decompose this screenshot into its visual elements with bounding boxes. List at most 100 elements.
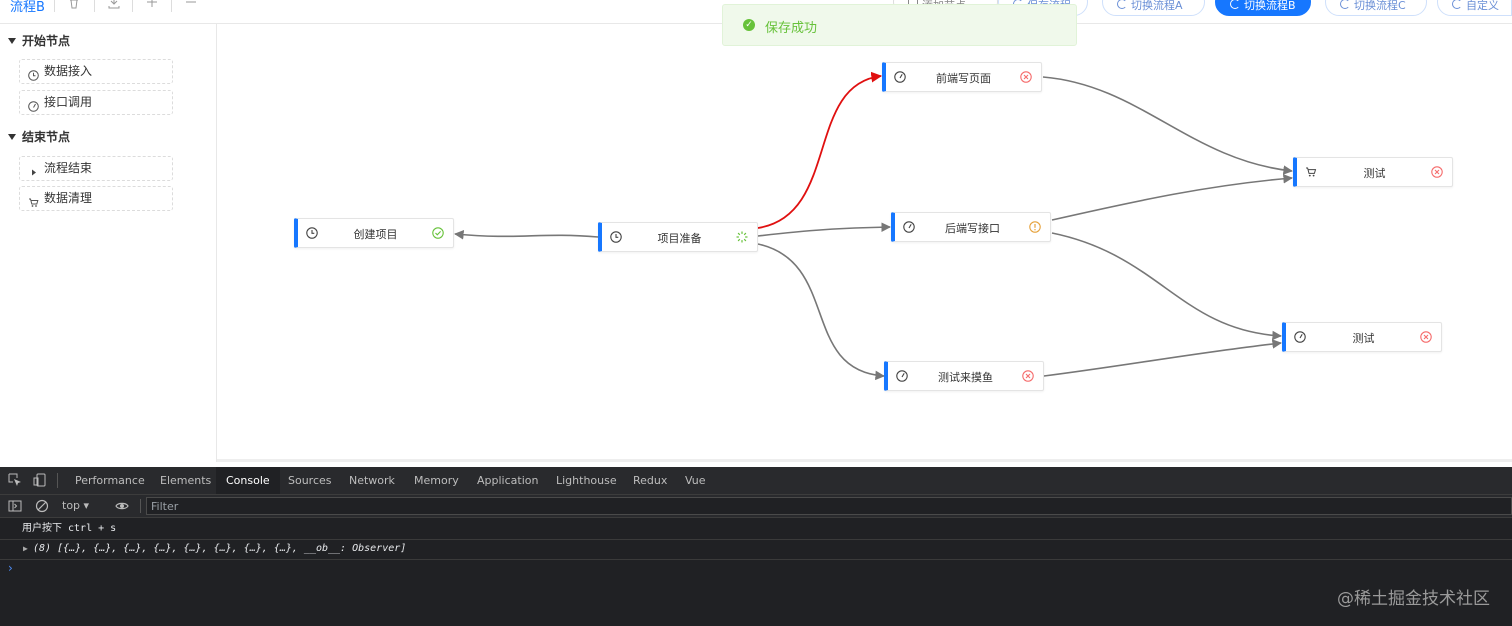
sidebar-toggle-icon[interactable] — [8, 499, 22, 513]
context-label: top — [62, 499, 81, 512]
error-icon — [1022, 370, 1034, 382]
edge-testing-fish-to-test2 — [1043, 339, 1282, 377]
flow-title: 流程B — [10, 0, 45, 15]
refresh-icon — [1117, 0, 1127, 9]
console-toolbar: top ▾ Filter — [0, 495, 1512, 518]
refresh-icon — [1452, 0, 1462, 9]
eye-icon[interactable] — [115, 499, 129, 513]
warning-icon — [1029, 221, 1041, 233]
dropdown-caret-icon: ▾ — [83, 499, 90, 512]
button-label: 切换流程B — [1244, 0, 1296, 12]
node-palette: 开始节点 数据接入 接口调用 结束节点 流程结束 数据清理 — [0, 24, 217, 462]
node-frontend-page[interactable]: 前端写页面 — [882, 62, 1042, 92]
console-log-entry[interactable]: ▶ (8) [{…}, {…}, {…}, {…}, {…}, {…}, {…}… — [0, 539, 1512, 560]
group-header-end[interactable]: 结束节点 — [8, 128, 70, 145]
caret-down-icon — [8, 38, 16, 44]
custom-button[interactable]: 自定义 — [1437, 0, 1512, 16]
devtools-tabbar: Performance Elements Console Sources Net… — [0, 467, 1512, 495]
gauge-icon — [1294, 331, 1306, 343]
canvas-scrollbar[interactable] — [217, 459, 1512, 462]
zoom-in-icon[interactable] — [145, 0, 159, 11]
console-prompt[interactable]: › — [8, 561, 13, 575]
node-label: 测试 — [1352, 332, 1375, 345]
toast-message: 保存成功 — [765, 21, 818, 36]
node-label: 项目准备 — [657, 232, 702, 245]
console-log-text: (8) [{…}, {…}, {…}, {…}, {…}, {…}, {…}, … — [33, 543, 407, 554]
inspect-element-icon[interactable] — [8, 473, 22, 487]
group-title: 开始节点 — [22, 34, 71, 48]
loading-icon — [736, 231, 748, 243]
tab-vue[interactable]: Vue — [685, 474, 706, 487]
edge-prepare-to-backend — [757, 222, 891, 237]
tab-memory[interactable]: Memory — [414, 474, 459, 487]
palette-item-data-input[interactable]: 数据接入 — [19, 59, 173, 84]
node-create-project[interactable]: 创建项目 — [294, 218, 454, 248]
node-backend-api[interactable]: 后端写接口 — [891, 212, 1051, 242]
palette-item-label: 接口调用 — [44, 95, 93, 109]
edge-backend-to-test2 — [1051, 232, 1282, 341]
toolbar-divider — [171, 0, 172, 12]
gauge-icon — [894, 71, 906, 83]
clear-console-icon[interactable] — [35, 499, 49, 513]
flow-edges — [454, 71, 1293, 381]
tab-elements[interactable]: Elements — [160, 474, 212, 487]
clock-icon — [28, 66, 39, 81]
group-header-start[interactable]: 开始节点 — [8, 32, 70, 49]
zoom-out-icon[interactable] — [184, 0, 198, 11]
node-label: 后端写接口 — [945, 222, 1000, 235]
gauge-icon — [903, 221, 915, 233]
node-label: 创建项目 — [353, 228, 398, 241]
error-icon — [1431, 166, 1443, 178]
devtools-panel: Performance Elements Console Sources Net… — [0, 467, 1512, 626]
palette-item-flow-end[interactable]: 流程结束 — [19, 156, 173, 181]
edge-frontend-to-test1 — [1042, 76, 1293, 175]
success-toast: ✓ 保存成功 — [722, 4, 1077, 46]
cart-icon — [28, 193, 39, 207]
cart-icon — [1305, 166, 1317, 178]
palette-item-data-cleanup[interactable]: 数据清理 — [19, 186, 173, 211]
button-label: 切换流程C — [1354, 0, 1406, 12]
toolbar-divider — [54, 0, 55, 12]
tab-divider — [57, 473, 58, 488]
play-icon — [28, 163, 39, 176]
toolbar-divider — [132, 0, 133, 12]
node-label: 前端写页面 — [936, 72, 991, 85]
node-test-1[interactable]: 测试 — [1293, 157, 1453, 187]
device-toolbar-icon[interactable] — [33, 473, 47, 487]
toolbar-divider — [140, 499, 141, 513]
console-log-entry: 用户按下 ctrl + s — [0, 519, 1512, 540]
edge-prepare-to-frontend — [757, 71, 883, 229]
switch-flow-a-button[interactable]: 切换流程A — [1102, 0, 1205, 16]
refresh-icon — [1230, 0, 1240, 9]
caret-down-icon — [8, 134, 16, 140]
tab-lighthouse[interactable]: Lighthouse — [556, 474, 617, 487]
button-label: 切换流程A — [1131, 0, 1183, 12]
tab-network[interactable]: Network — [349, 474, 395, 487]
success-icon — [432, 227, 444, 239]
download-icon[interactable] — [107, 0, 121, 11]
error-icon — [1020, 71, 1032, 83]
switch-flow-b-button[interactable]: 切换流程B — [1215, 0, 1311, 16]
tab-application[interactable]: Application — [477, 474, 539, 487]
node-test-2[interactable]: 测试 — [1282, 322, 1442, 352]
palette-item-api-call[interactable]: 接口调用 — [19, 90, 173, 115]
expand-triangle-icon[interactable]: ▶ — [23, 544, 28, 553]
edge-prepare-to-create — [454, 230, 599, 240]
tab-console[interactable]: Console — [216, 467, 280, 494]
group-title: 结束节点 — [22, 130, 71, 144]
tab-performance[interactable]: Performance — [75, 474, 145, 487]
switch-flow-c-button[interactable]: 切换流程C — [1325, 0, 1427, 16]
tab-redux[interactable]: Redux — [633, 474, 668, 487]
node-testing-fish[interactable]: 测试来摸鱼 — [884, 361, 1044, 391]
button-label: 自定义 — [1466, 0, 1499, 12]
tab-sources[interactable]: Sources — [288, 474, 332, 487]
palette-item-label: 数据接入 — [44, 64, 93, 78]
check-circle-icon: ✓ — [743, 19, 755, 31]
gauge-icon — [896, 370, 908, 382]
palette-item-label: 流程结束 — [44, 161, 93, 175]
context-selector[interactable]: top ▾ — [62, 499, 89, 512]
delete-icon[interactable] — [67, 0, 81, 11]
console-filter-input[interactable]: Filter — [146, 497, 1512, 515]
toolbar-divider — [94, 0, 95, 12]
node-project-prepare[interactable]: 项目准备 — [598, 222, 758, 252]
